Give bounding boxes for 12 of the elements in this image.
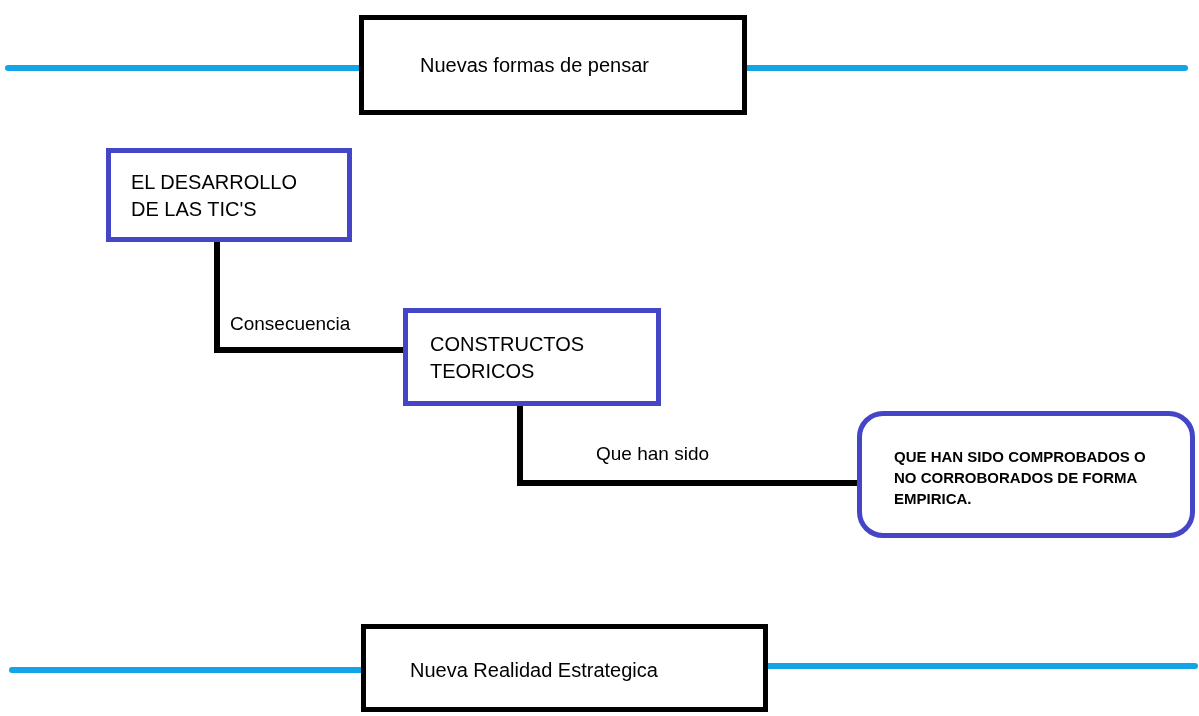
node-text: EL DESARROLLO DE LAS TIC'S — [131, 170, 298, 222]
node-text: Nuevas formas de pensar — [420, 53, 650, 78]
connector-line — [214, 242, 403, 353]
node-text: CONSTRUCTOS TEORICOS — [430, 332, 586, 384]
text-box — [361, 624, 768, 712]
rounded-box — [857, 411, 1195, 538]
text-box — [106, 148, 352, 242]
node-text: Nueva Realidad Estrategica — [410, 658, 659, 683]
connector-line — [517, 406, 857, 486]
node-text: QUE HAN SIDO COMPROBADOS O NO CORROBORADOS DE FORMA EMPIRICA. — [894, 447, 1147, 509]
text-box — [359, 15, 747, 115]
text-box — [403, 308, 661, 406]
